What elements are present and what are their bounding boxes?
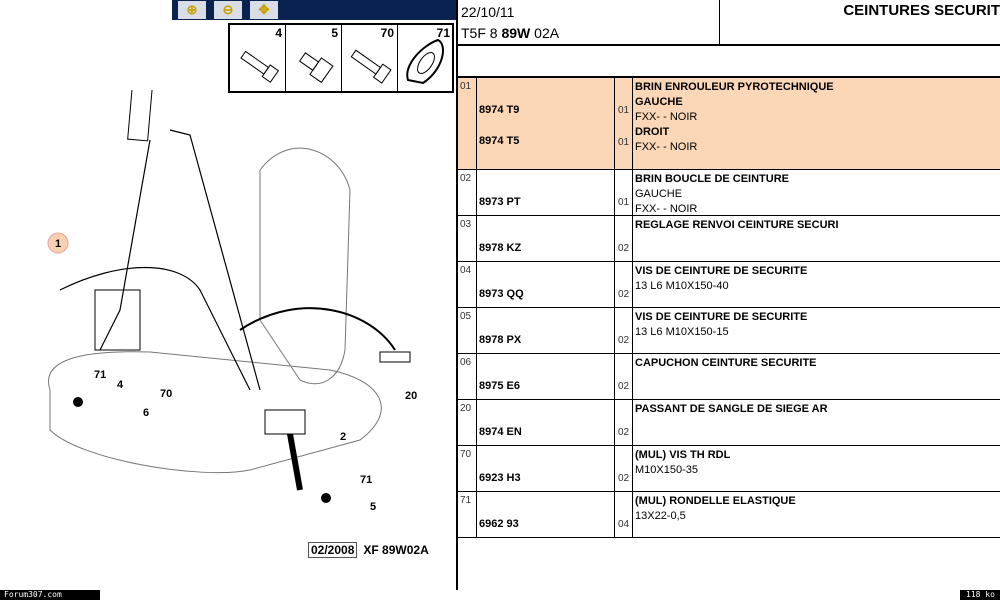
row-index: 05 (458, 308, 477, 353)
callout-1: 1 (55, 238, 61, 250)
quantity: 01 (615, 170, 633, 215)
table-header: 22/10/11 T5F 8 89W 02A CEINTURES SECURIT (458, 0, 1000, 46)
seat-belt-diagram: 1 2 3 4 5 6 20 70 71 71 (47, 90, 417, 513)
callout-6: 6 (143, 407, 149, 419)
row-index: 02 (458, 170, 477, 215)
part-thumb[interactable]: 70 (342, 25, 398, 91)
row-index: 70 (458, 446, 477, 491)
part-title: (MUL) RONDELLE ELASTIQUE (635, 495, 796, 507)
file-size: 118 ko (960, 590, 1000, 600)
callout-4: 4 (117, 379, 124, 391)
part-title: PASSANT DE SANGLE DE SIEGE AR (635, 403, 828, 415)
part-ref: 8975 E6 (477, 354, 615, 399)
part-ref: 8974 EN (477, 400, 615, 445)
parts-table: 22/10/11 T5F 8 89W 02A CEINTURES SECURIT… (456, 0, 1000, 590)
page-title: CEINTURES SECURIT (843, 2, 1000, 19)
part-title: VIS DE CEINTURE DE SECURITE (635, 265, 808, 277)
part-title: (MUL) VIS TH RDL (635, 449, 731, 461)
part-title: BRIN BOUCLE DE CEINTURE (635, 173, 790, 185)
row-index: 04 (458, 262, 477, 307)
pan-icon[interactable]: ✥ (250, 1, 278, 19)
part-detail-2: FXX- - NOIR (635, 203, 698, 215)
part-number: 5 (331, 26, 338, 40)
part-ref: 6923 H3 (477, 446, 615, 491)
row-index: 71 (458, 492, 477, 537)
stamp-date: 02/2008 (308, 542, 358, 558)
zoom-out-icon[interactable]: ⊖ (214, 1, 242, 19)
quantity: 02 (615, 308, 633, 353)
row-index: 06 (458, 354, 477, 399)
callout-71: 71 (94, 369, 106, 381)
part-detail: 13 L6 M10X150-40 (635, 280, 729, 292)
part-detail: 13 L6 M10X150-15 (635, 326, 729, 338)
callout-5: 5 (370, 501, 376, 513)
zoom-toolbar: ⊕ ⊖ ✥ (172, 0, 456, 20)
quantity: 02 (615, 446, 633, 491)
part-thumb[interactable]: 4 (230, 25, 286, 91)
callout-20: 20 (405, 390, 417, 402)
quantity: 04 (615, 492, 633, 537)
part-title: REGLAGE RENVOI CEINTURE SECURI (635, 219, 839, 231)
part-ref: 6962 93 (477, 492, 615, 537)
part-number: 71 (436, 26, 450, 40)
part-detail: GAUCHE (635, 188, 683, 200)
quantity: 02 (615, 400, 633, 445)
part-ref: 8978 PX (477, 308, 615, 353)
part-ref: 8978 KZ (477, 216, 615, 261)
callout-2: 2 (340, 431, 346, 443)
blank-row (458, 46, 1000, 78)
part-number: 4 (275, 26, 282, 40)
part-detail: M10X150-35 (635, 464, 698, 476)
part-thumb[interactable]: 5 (286, 25, 342, 91)
part-thumb[interactable]: 71 (398, 25, 453, 91)
zoom-in-icon[interactable]: ⊕ (178, 1, 206, 19)
row-index: 20 (458, 400, 477, 445)
part-title: VIS DE CEINTURE DE SECURITE (635, 311, 808, 323)
row-index: 03 (458, 216, 477, 261)
header-date: 22/10/11 (461, 4, 515, 20)
stamp-code: XF 89W02A (363, 543, 429, 557)
callout-3: 3 (98, 90, 104, 93)
part-title: CAPUCHON CEINTURE SECURITE (635, 357, 817, 369)
callout-71: 71 (360, 474, 372, 486)
part-ref: 8973 QQ (477, 262, 615, 307)
quantity: 02 (615, 262, 633, 307)
diagram-stamp: 02/2008 XF 89W02A (308, 542, 429, 558)
quantity: 02 (615, 354, 633, 399)
part-number: 70 (380, 26, 394, 40)
header-code: T5F 8 89W 02A (461, 25, 560, 41)
part-detail: 13X22-0,5 (635, 510, 686, 522)
site-label: Forum307.com (0, 590, 100, 600)
diagram-panel: ⊕ ⊖ ✥ 4 5 70 71 1 2 3 4 (0, 0, 456, 590)
parts-strip: 4 5 70 71 (228, 23, 454, 93)
callout-70: 70 (160, 388, 172, 400)
part-ref: 8973 PT (477, 170, 615, 215)
quantity: 02 (615, 216, 633, 261)
